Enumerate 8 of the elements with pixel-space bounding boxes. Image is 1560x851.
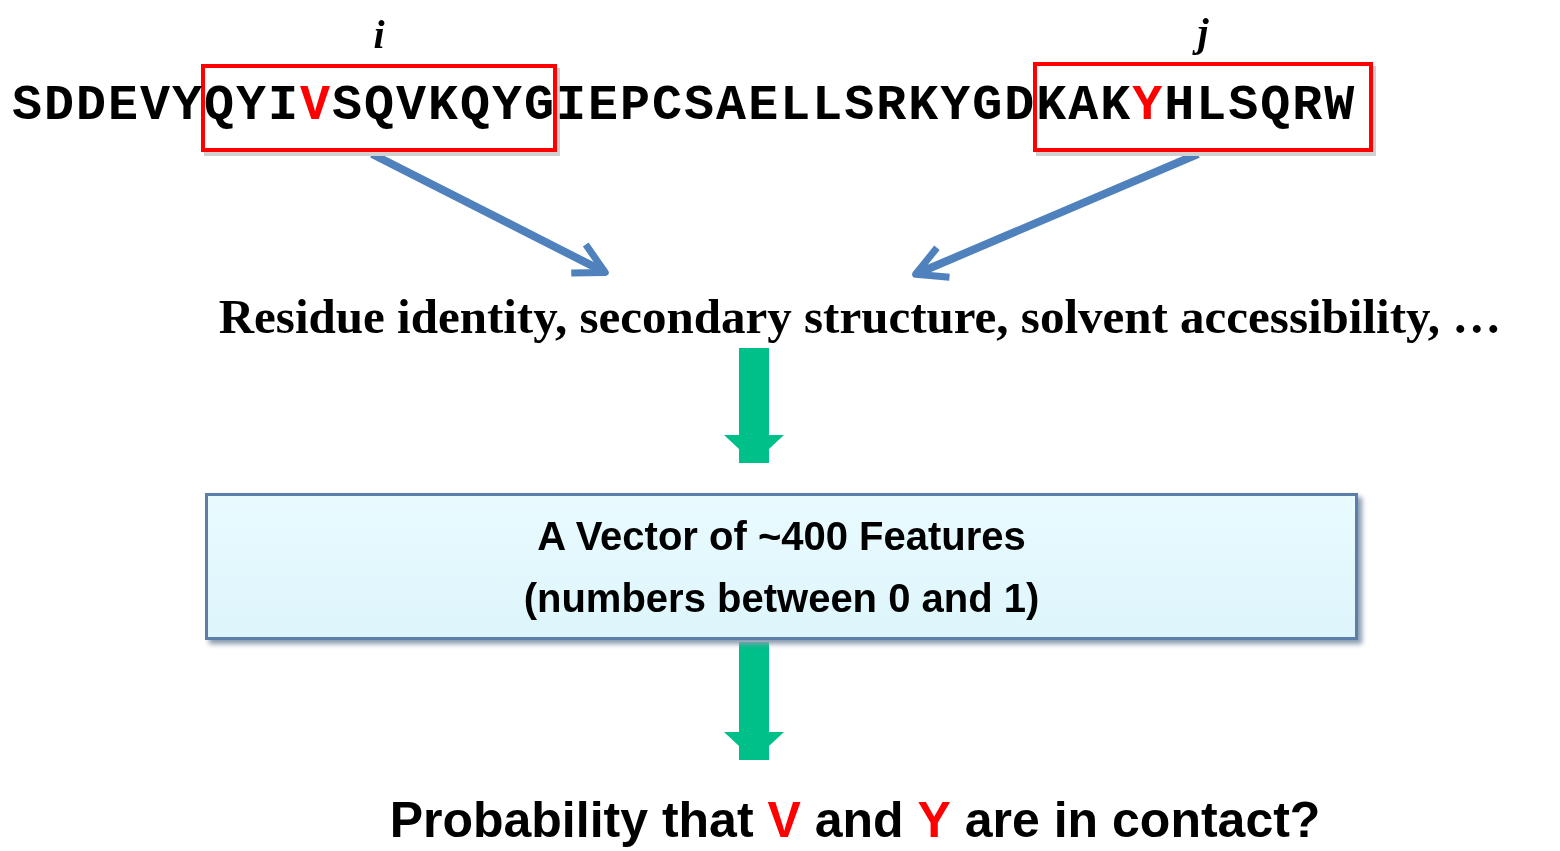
arrow — [724, 642, 784, 760]
question-text: Probability that V and Y are in contact? — [389, 791, 1321, 850]
arrow — [724, 348, 784, 463]
feature-list-text: Residue identity, secondary structure, solvent accessibility, … — [218, 288, 1502, 346]
box-text: A Vector of ~400 Features (numbers between 0 and 1) — [522, 512, 1041, 622]
index-label: j — [1183, 10, 1223, 56]
index-label: i — [372, 12, 386, 58]
feature-vector-box — [205, 493, 1358, 640]
